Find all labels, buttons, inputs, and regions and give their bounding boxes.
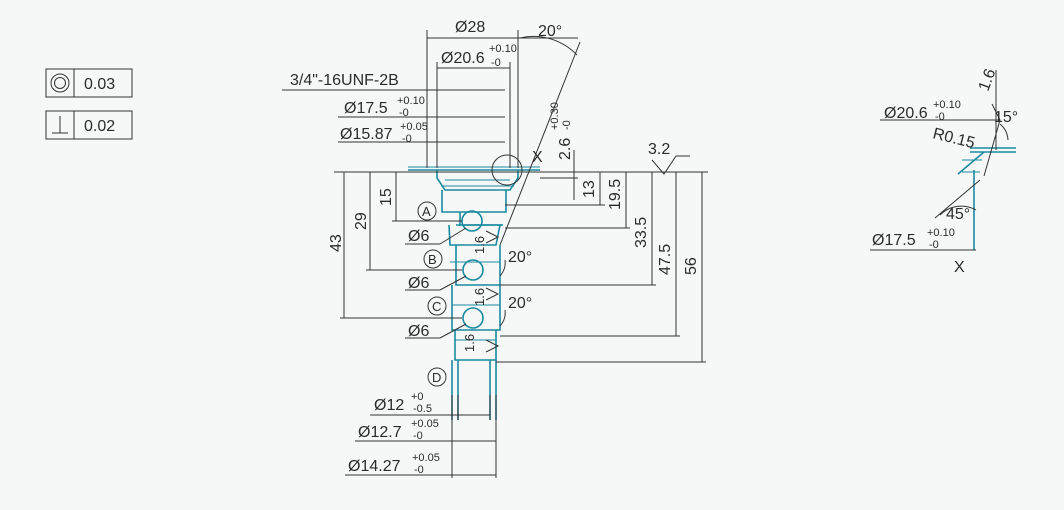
svg-text:+0: +0 bbox=[411, 391, 424, 403]
svg-text:B: B bbox=[428, 252, 437, 267]
height-33-5: 33.5 bbox=[633, 217, 650, 248]
svg-text:+0.10: +0.10 bbox=[397, 95, 425, 107]
svg-text:-0: -0 bbox=[399, 107, 409, 119]
hole-dia-c: Ø6 bbox=[408, 323, 429, 340]
surface-finish-icon bbox=[651, 155, 690, 175]
height-19-5: 19.5 bbox=[607, 179, 624, 210]
dim-12-7: Ø12.7 bbox=[358, 424, 402, 441]
surface-finish-value: 3.2 bbox=[648, 141, 670, 158]
detail-angle-15: 15° bbox=[994, 109, 1018, 126]
svg-text:C: C bbox=[432, 299, 441, 314]
dim-15-87: Ø15.87 bbox=[340, 126, 393, 143]
detail-roughness: 1.6 bbox=[976, 67, 1000, 94]
svg-text:+0.30: +0.30 bbox=[549, 102, 561, 130]
svg-text:1.6: 1.6 bbox=[472, 288, 487, 306]
hole-a bbox=[461, 210, 483, 232]
hole-dia-b: Ø6 bbox=[408, 275, 429, 292]
right-height-dims bbox=[496, 172, 706, 363]
detail-marker-x: X bbox=[954, 259, 965, 276]
svg-text:-0: -0 bbox=[561, 120, 573, 130]
left-height-dims bbox=[340, 172, 462, 319]
concentricity-value: 0.03 bbox=[84, 76, 115, 93]
svg-text:+0.05: +0.05 bbox=[412, 452, 440, 464]
detail-dim-20-6: Ø20.6 bbox=[884, 105, 928, 122]
svg-text:1.6: 1.6 bbox=[462, 334, 477, 352]
svg-text:+0.10: +0.10 bbox=[927, 227, 955, 239]
height-47-5: 47.5 bbox=[657, 244, 674, 275]
dim-17-5: Ø17.5 bbox=[344, 100, 388, 117]
svg-text:-0: -0 bbox=[413, 430, 423, 442]
angle-20-b: 20° bbox=[508, 249, 532, 266]
svg-text:+0.10: +0.10 bbox=[489, 43, 517, 55]
svg-text:-0.5: -0.5 bbox=[413, 403, 432, 415]
svg-text:D: D bbox=[432, 370, 441, 385]
detail-circle bbox=[491, 154, 523, 186]
svg-text:-0: -0 bbox=[929, 239, 939, 251]
port-label-b: B bbox=[423, 249, 443, 269]
detail-dim-17-5: Ø17.5 bbox=[872, 232, 916, 249]
port-label-d: D bbox=[427, 367, 447, 387]
height-13: 13 bbox=[581, 180, 598, 198]
roughness-icon bbox=[485, 230, 500, 353]
perpendicularity-value: 0.02 bbox=[84, 118, 115, 135]
port-label-a: A bbox=[417, 201, 437, 221]
hole-c bbox=[462, 307, 484, 329]
svg-text:-0: -0 bbox=[491, 57, 501, 69]
left-height-29: 29 bbox=[353, 212, 370, 230]
angle-20-c: 20° bbox=[508, 295, 532, 312]
detail-marker: X bbox=[532, 149, 543, 166]
angle-top: 20° bbox=[538, 23, 562, 40]
thread-callout: 3/4"-16UNF-2B bbox=[290, 72, 399, 89]
bottom-dimensions bbox=[345, 395, 497, 478]
hole-dia-a: Ø6 bbox=[408, 228, 429, 245]
top-dimensions bbox=[282, 30, 581, 246]
perpendicularity-frame: 0.02 bbox=[45, 110, 133, 140]
svg-text:+0.05: +0.05 bbox=[400, 121, 428, 133]
svg-text:+0.10: +0.10 bbox=[933, 99, 961, 111]
left-height-15: 15 bbox=[378, 188, 395, 206]
concentricity-frame: 0.03 bbox=[45, 68, 133, 98]
dim-28: Ø28 bbox=[455, 19, 485, 36]
perpendicularity-icon bbox=[52, 116, 68, 134]
svg-text:-0: -0 bbox=[935, 111, 945, 123]
hole-b bbox=[462, 259, 484, 281]
detail-view bbox=[870, 70, 1016, 251]
svg-text:-0: -0 bbox=[402, 133, 412, 145]
detail-radius: R0.15 bbox=[931, 125, 977, 152]
concentricity-icon bbox=[50, 73, 70, 93]
dim-14-27: Ø14.27 bbox=[348, 458, 401, 475]
dim-2-6: 2.6 bbox=[557, 138, 574, 160]
svg-text:+0.05: +0.05 bbox=[411, 418, 439, 430]
svg-text:A: A bbox=[422, 204, 431, 219]
port-label-c: C bbox=[427, 296, 447, 316]
left-height-43: 43 bbox=[328, 234, 345, 252]
svg-text:1.6: 1.6 bbox=[472, 236, 487, 254]
detail-angle-45: 45° bbox=[946, 206, 970, 223]
height-56: 56 bbox=[683, 257, 700, 275]
svg-text:-0: -0 bbox=[414, 464, 424, 476]
dim-20-6: Ø20.6 bbox=[441, 50, 485, 67]
dim-12: Ø12 bbox=[374, 397, 404, 414]
